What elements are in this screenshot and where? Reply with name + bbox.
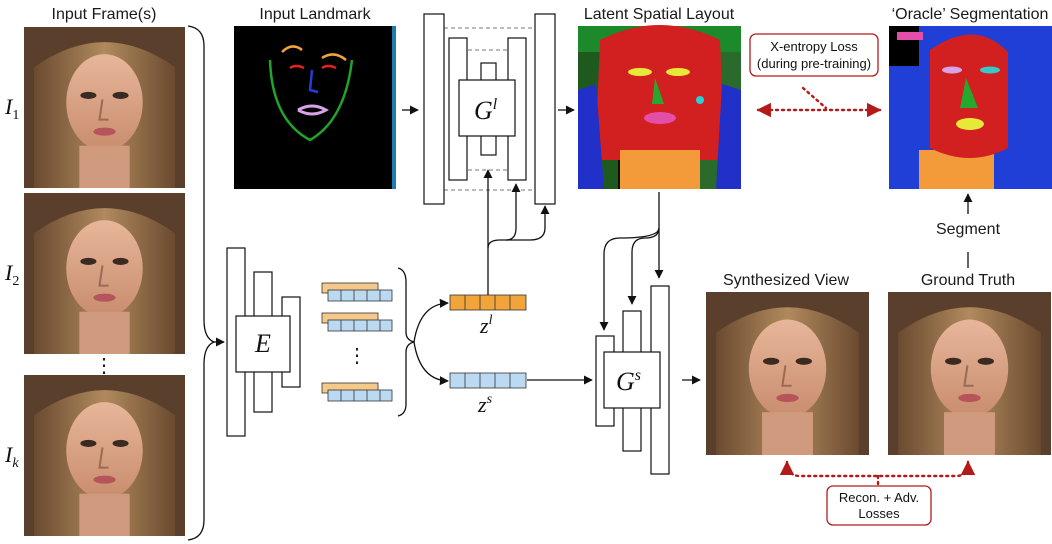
recon-link (779, 460, 976, 478)
gl-block-5 (534, 13, 556, 205)
zl-label: zl (479, 313, 493, 338)
gs-core (603, 351, 661, 409)
recon-loss-box: Recon. + Adv. Losses (826, 485, 932, 526)
zl-to-gl-c (506, 205, 550, 241)
latent-layout-label: Latent Spatial Layout (584, 6, 735, 23)
zl-vector (449, 294, 527, 311)
landmark-image (234, 26, 396, 189)
gs-label: Gs (616, 367, 641, 396)
layout-to-gs-b (627, 227, 660, 305)
xentropy-loss-box: X-entropy Loss (during pre-training) (749, 33, 879, 77)
segment-label: Segment (936, 221, 1001, 238)
gl-label: Gl (474, 96, 498, 125)
layout-to-gs-c (599, 227, 660, 331)
synthesized-view-label: Synthesized View (723, 272, 849, 289)
encoder-label: E (254, 329, 271, 358)
frames-brace (187, 25, 216, 541)
svg-text:Recon. + Adv.: Recon. + Adv. (839, 490, 919, 505)
arrow-to-zl (413, 298, 449, 343)
frames-ellipsis: ⋮ (94, 355, 114, 377)
input-frame-2 (24, 192, 185, 355)
ground-truth-label: Ground Truth (921, 272, 1015, 289)
input-frame-k (24, 374, 185, 537)
xentropy-callout (801, 86, 828, 110)
zs-label: zs (477, 392, 493, 417)
oracle-segmentation-image (889, 26, 1052, 189)
synthesized-image (706, 292, 869, 455)
latent-layout-image (578, 25, 741, 189)
frame-label-k: Ik (4, 442, 19, 471)
svg-text:Losses: Losses (858, 506, 900, 521)
oracle-segmentation-label: ‘Oracle’ Segmentation (892, 6, 1049, 23)
input-frames-label: Input Frame(s) (52, 6, 157, 23)
arrow-to-zs (413, 341, 449, 386)
gl-core (458, 79, 516, 137)
frame-label-2: I2 (4, 260, 19, 289)
encoder-core (235, 315, 291, 373)
frame-label-1: I1 (4, 94, 19, 123)
latent-brace (397, 267, 415, 417)
zl-to-gl-b (487, 183, 521, 249)
svg-text:(during pre-training): (during pre-training) (757, 56, 871, 71)
input-landmark-label: Input Landmark (259, 6, 371, 23)
gl-block-1 (423, 13, 445, 205)
input-frame-1 (24, 26, 185, 189)
zs-vector (449, 372, 527, 389)
ground-truth-image (888, 292, 1051, 455)
svg-text:X-entropy Loss: X-entropy Loss (770, 39, 858, 54)
latent-vector-stack: ⋮ (321, 282, 393, 402)
latent-stack-ellipsis: ⋮ (347, 345, 367, 367)
